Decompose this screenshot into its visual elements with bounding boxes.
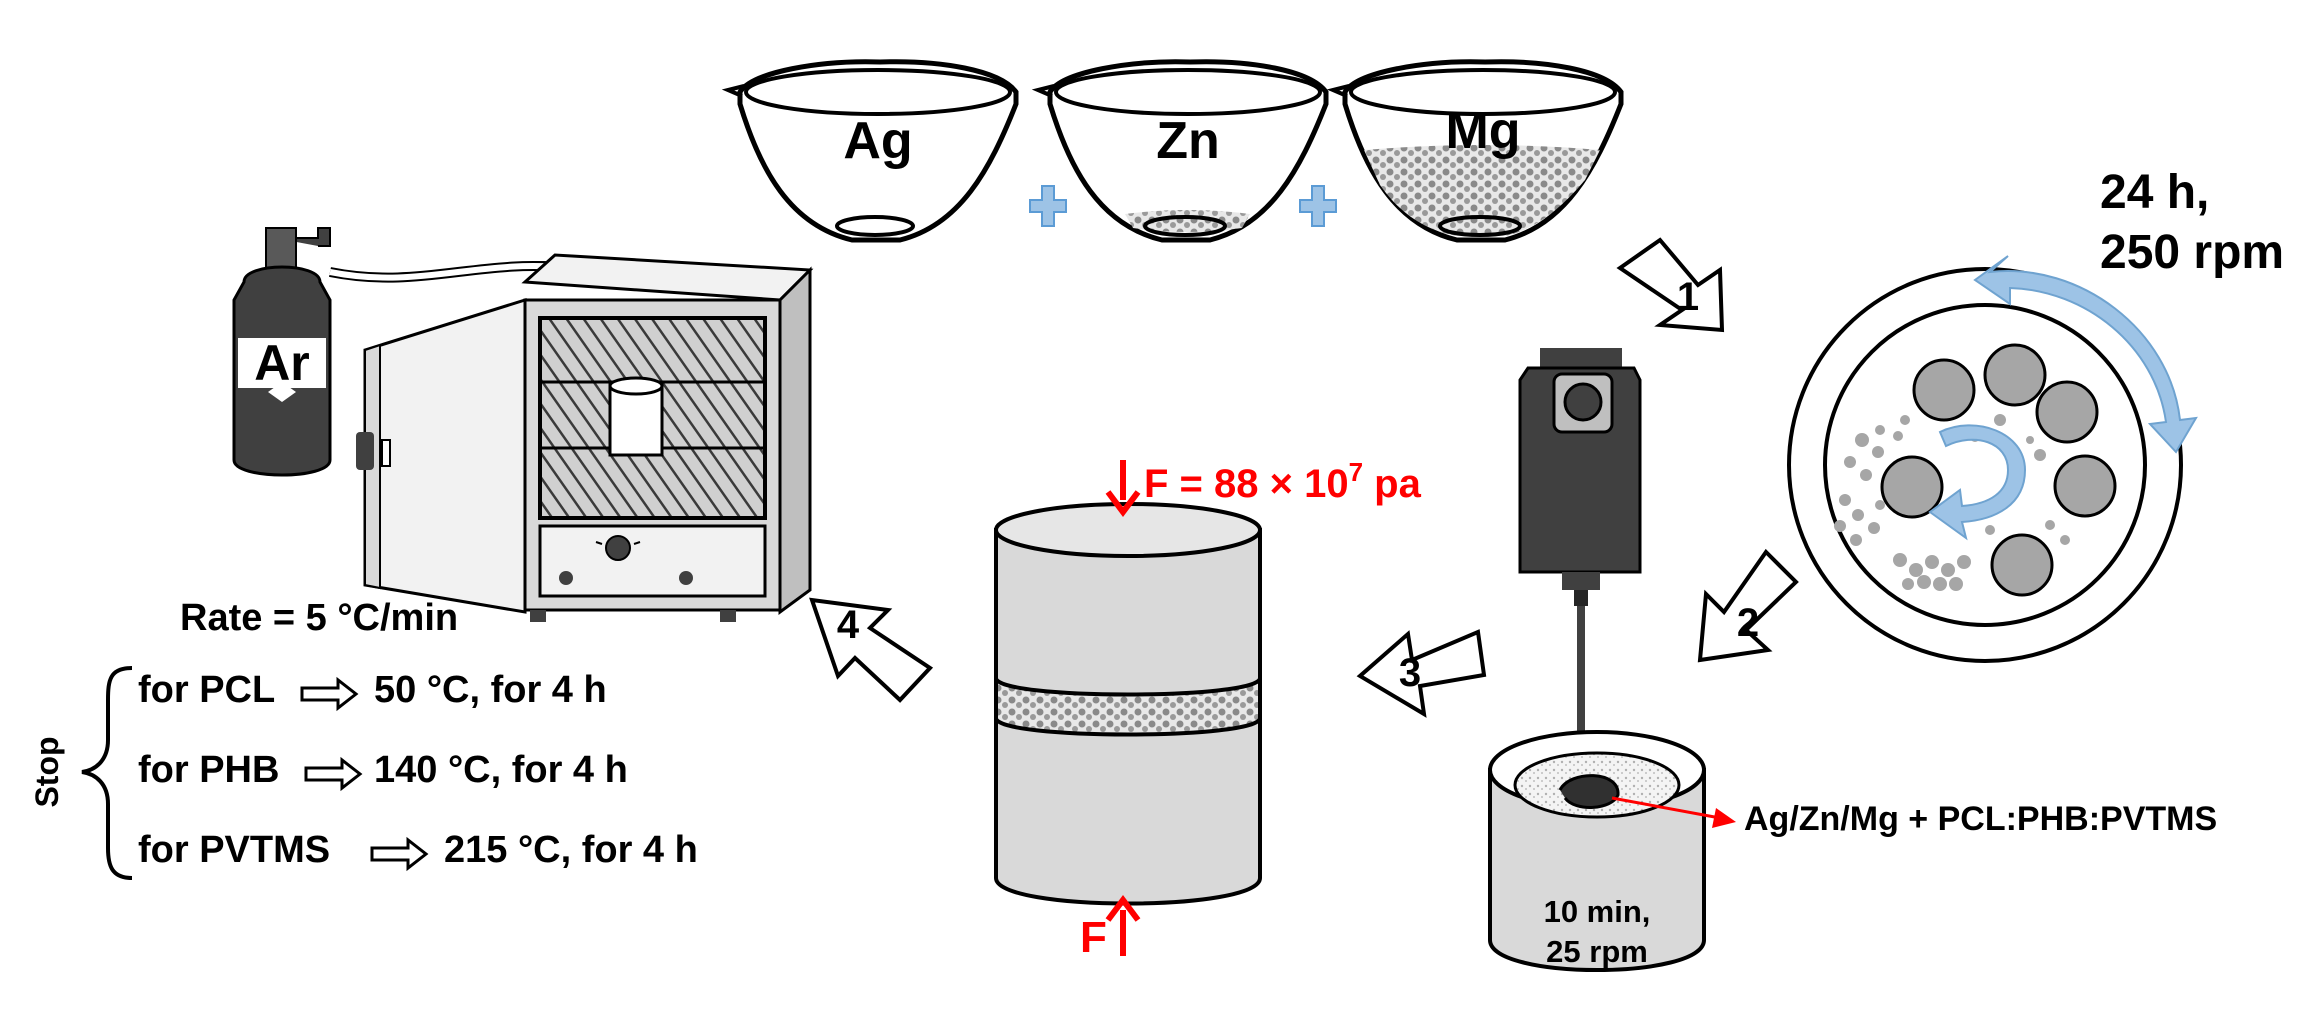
pressed-cylinder <box>994 502 1262 906</box>
furnace <box>356 253 814 622</box>
rotation-arrow-inner-icon <box>1928 424 2027 541</box>
milling-time: 24 h, <box>2100 166 2209 219</box>
ag-label: Ag <box>843 112 912 170</box>
heating-rate: Rate = 5 °C/min <box>180 597 458 639</box>
program-polymer: for PHB <box>138 749 279 791</box>
plus-icon-1 <box>1029 185 1067 227</box>
mixing-vessel <box>1488 730 1706 972</box>
mixing-speed: 25 rpm <box>1546 934 1648 969</box>
step-1-label: 1 <box>1677 275 1699 319</box>
step-2-label: 2 <box>1737 601 1759 645</box>
overhead-stirrer <box>1518 348 1642 794</box>
force-bottom-label: F <box>1080 913 1107 962</box>
program-polymer: for PCL <box>138 669 275 711</box>
force-arrow-top-icon <box>1105 460 1141 517</box>
argon-cylinder <box>232 227 571 477</box>
implies-arrow-icon <box>370 836 429 872</box>
program-condition: 140 °C, for 4 h <box>374 749 628 791</box>
zn-label: Zn <box>1156 112 1220 170</box>
program-row-pcl: for PCL 50 °C, for 4 h <box>138 669 607 712</box>
mortar-mg <box>1326 59 1624 243</box>
program-row-pvtms: for PVTMS 215 °C, for 4 h <box>138 829 698 872</box>
step-arrow-4 <box>809 597 934 703</box>
ball-mill-jar <box>1787 267 2183 663</box>
mortar-zn <box>1031 59 1329 243</box>
plus-icon-2 <box>1299 185 1337 227</box>
mg-label: Mg <box>1445 102 1520 160</box>
milling-speed: 250 rpm <box>2100 226 2284 279</box>
rotation-arrow-outer-icon <box>1973 255 2198 454</box>
argon-label: Ar <box>254 335 310 391</box>
force-top-label: F = 88 × 107 pa <box>1144 457 1422 506</box>
program-row-phb: for PHB 140 °C, for 4 h <box>138 749 628 792</box>
mixing-time: 10 min, <box>1544 894 1651 929</box>
step-4-label: 4 <box>837 603 860 647</box>
stop-brace <box>81 666 133 880</box>
program-condition: 50 °C, for 4 h <box>374 669 607 711</box>
implies-arrow-icon <box>300 676 359 712</box>
step-arrow-2 <box>1697 548 1799 663</box>
implies-arrow-icon <box>304 756 363 792</box>
step-arrow-1 <box>1616 237 1725 333</box>
mortar-ag <box>721 59 1019 243</box>
stop-label: Stop <box>29 736 65 807</box>
program-condition: 215 °C, for 4 h <box>444 829 698 871</box>
step-3-label: 3 <box>1399 651 1421 695</box>
force-arrow-bottom-icon <box>1105 895 1141 956</box>
program-polymer: for PVTMS <box>138 829 330 871</box>
step-arrow-3 <box>1356 629 1487 718</box>
mixing-pointer-arrow <box>1611 796 1736 828</box>
mixture-label: Ag/Zn/Mg + PCL:PHB:PVTMS <box>1744 800 2217 838</box>
